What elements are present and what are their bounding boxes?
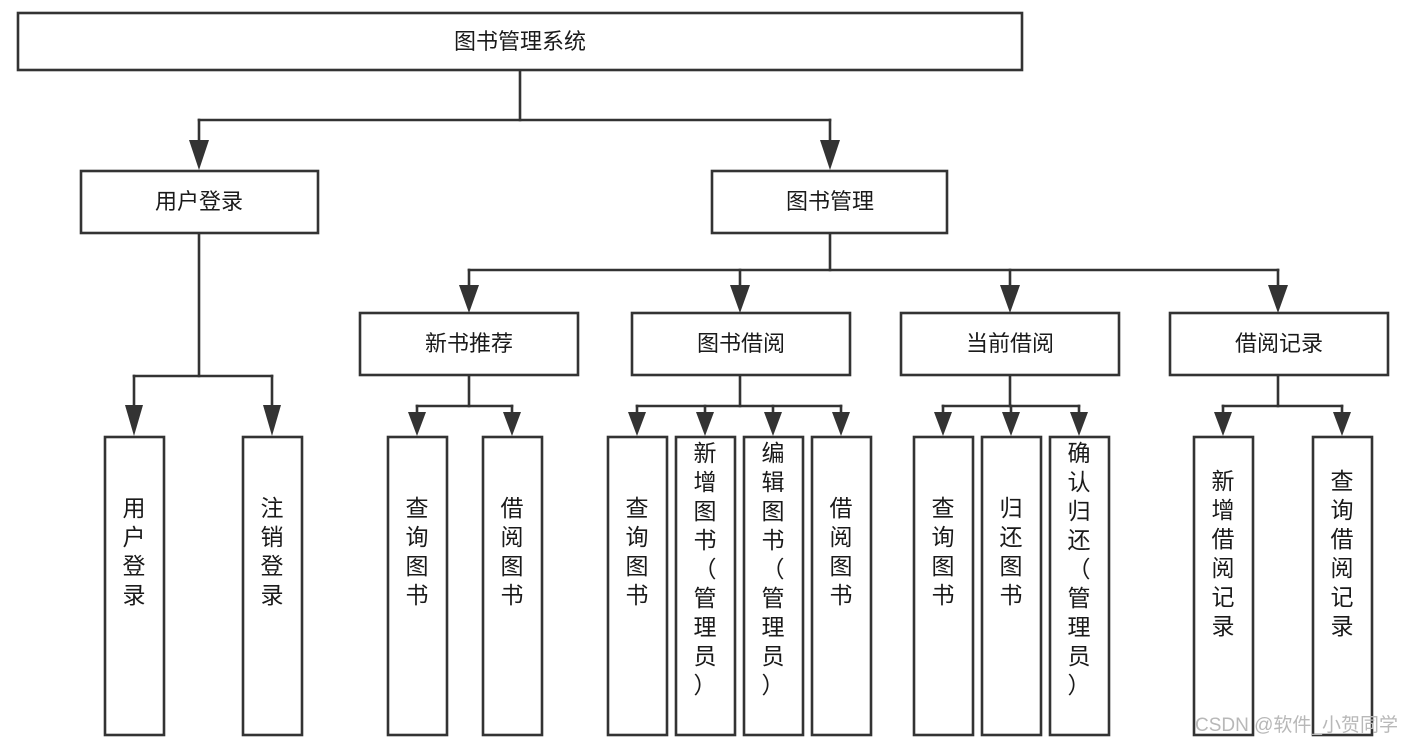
node-leaf-query-book-3-box[interactable] xyxy=(912,435,975,737)
arrow-head-leaf-borrow-book-1 xyxy=(503,412,521,436)
node-leaf-borrow-book-2-box[interactable] xyxy=(810,435,873,737)
node-leaf-query-book-1-box[interactable] xyxy=(386,435,449,737)
node-leaf-add-book-label: 新增图书（管理员） xyxy=(694,440,717,698)
node-leaf-logout-login-box[interactable] xyxy=(241,435,304,737)
node-leaf-confirm-return[interactable]: 确认归还（管理员） xyxy=(1048,435,1111,737)
arrow-head-leaf-edit-book xyxy=(764,412,782,436)
node-leaf-borrow-book-2[interactable]: 借阅图书 xyxy=(810,435,873,737)
connector-group xyxy=(125,68,1351,436)
node-leaf-query-book-2-box[interactable] xyxy=(606,435,669,737)
node-leaf-query-book-3[interactable]: 查询图书 xyxy=(912,435,975,737)
arrow-head-new-book-recommend xyxy=(459,285,479,313)
node-leaf-user-login[interactable]: 用户登录 xyxy=(103,435,166,737)
node-new-book-recommend[interactable]: 新书推荐 xyxy=(358,311,580,377)
node-leaf-user-login-box[interactable] xyxy=(103,435,166,737)
arrow-head-leaf-query-book-2 xyxy=(628,412,646,436)
arrow-head-leaf-add-book xyxy=(696,412,714,436)
node-current-borrow-box[interactable] xyxy=(899,311,1121,377)
node-leaf-confirm-return-box[interactable] xyxy=(1048,435,1111,737)
node-leaf-add-book[interactable]: 新增图书（管理员） xyxy=(674,435,737,737)
node-user-login-box[interactable] xyxy=(79,169,320,235)
arrow-head-book-manage xyxy=(820,140,840,170)
node-leaf-query-book-1[interactable]: 查询图书 xyxy=(386,435,449,737)
node-leaf-add-record[interactable]: 新增借阅记录 xyxy=(1192,435,1255,737)
node-borrow-record-box[interactable] xyxy=(1168,311,1390,377)
node-leaf-borrow-book-1-label: 借阅图书 xyxy=(501,495,524,608)
node-user-login-label: 用户登录 xyxy=(155,189,243,214)
node-leaf-query-book-3-label: 查询图书 xyxy=(932,495,955,608)
arrow-head-borrow-record xyxy=(1268,285,1288,313)
node-book-borrow[interactable]: 图书借阅 xyxy=(630,311,852,377)
arrow-head-leaf-user-login xyxy=(125,405,143,436)
arrow-head-user-login xyxy=(189,140,209,170)
node-book-borrow-box[interactable] xyxy=(630,311,852,377)
node-leaf-return-book-box[interactable] xyxy=(980,435,1043,737)
arrow-head-leaf-query-record xyxy=(1333,412,1351,436)
arrow-head-leaf-add-record xyxy=(1214,412,1232,436)
node-leaf-edit-book[interactable]: 编辑图书（管理员） xyxy=(742,435,805,737)
arrow-head-leaf-return-book xyxy=(1002,412,1020,436)
node-current-borrow[interactable]: 当前借阅 xyxy=(899,311,1121,377)
arrow-head-leaf-confirm-return xyxy=(1070,412,1088,436)
arrow-head-leaf-query-book-1 xyxy=(408,412,426,436)
node-new-book-recommend-label: 新书推荐 xyxy=(425,331,513,356)
node-leaf-return-book[interactable]: 归还图书 xyxy=(980,435,1043,737)
node-borrow-record-label: 借阅记录 xyxy=(1235,331,1323,356)
arrow-head-leaf-query-book-3 xyxy=(934,412,952,436)
node-leaf-add-record-label: 新增借阅记录 xyxy=(1212,468,1235,639)
node-leaf-query-book-1-label: 查询图书 xyxy=(406,495,429,608)
arrow-head-current-borrow xyxy=(1000,285,1020,313)
arrow-head-book-borrow xyxy=(730,285,750,313)
node-leaf-borrow-book-2-label: 借阅图书 xyxy=(830,495,853,608)
node-book-manage[interactable]: 图书管理 xyxy=(710,169,949,235)
node-current-borrow-label: 当前借阅 xyxy=(966,331,1054,356)
node-leaf-add-book-box[interactable] xyxy=(674,435,737,737)
node-leaf-edit-book-label: 编辑图书（管理员） xyxy=(762,440,785,698)
node-leaf-query-record[interactable]: 查询借阅记录 xyxy=(1311,435,1374,737)
node-leaf-query-book-2[interactable]: 查询图书 xyxy=(606,435,669,737)
node-leaf-add-record-box[interactable] xyxy=(1192,435,1255,737)
node-leaf-query-book-2-label: 查询图书 xyxy=(626,495,649,608)
arrow-head-leaf-borrow-book-2 xyxy=(832,412,850,436)
node-new-book-recommend-box[interactable] xyxy=(358,311,580,377)
node-borrow-record[interactable]: 借阅记录 xyxy=(1168,311,1390,377)
node-root-label: 图书管理系统 xyxy=(454,29,586,54)
node-leaf-confirm-return-label: 确认归还（管理员） xyxy=(1068,440,1091,698)
node-leaf-logout-login[interactable]: 注销登录 xyxy=(241,435,304,737)
node-leaf-user-login-label: 用户登录 xyxy=(123,495,146,608)
node-root[interactable]: 图书管理系统 xyxy=(16,11,1024,72)
node-leaf-borrow-book-1-box[interactable] xyxy=(481,435,544,737)
node-leaf-return-book-label: 归还图书 xyxy=(1000,495,1023,608)
watermark-label: CSDN @软件_小贺同学 xyxy=(1195,714,1398,736)
node-book-borrow-label: 图书借阅 xyxy=(697,331,785,356)
node-leaf-borrow-book-1[interactable]: 借阅图书 xyxy=(481,435,544,737)
node-leaf-edit-book-box[interactable] xyxy=(742,435,805,737)
node-book-manage-label: 图书管理 xyxy=(786,189,874,214)
node-leaf-query-record-label: 查询借阅记录 xyxy=(1331,468,1354,639)
node-book-manage-box[interactable] xyxy=(710,169,949,235)
node-user-login[interactable]: 用户登录 xyxy=(79,169,320,235)
node-leaf-query-record-box[interactable] xyxy=(1311,435,1374,737)
node-leaf-logout-login-label: 注销登录 xyxy=(261,495,284,608)
arrow-head-leaf-logout-login xyxy=(263,405,281,436)
node-root-box[interactable] xyxy=(16,11,1024,72)
